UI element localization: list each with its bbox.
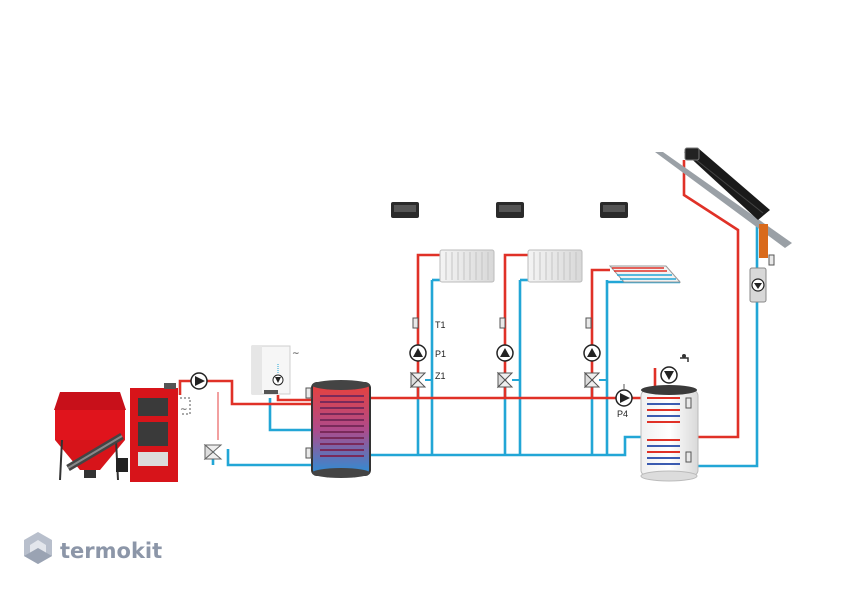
dhw-tank bbox=[640, 385, 699, 482]
room-controller-zone-1 bbox=[391, 202, 419, 218]
dhw-circulation-pump bbox=[660, 366, 678, 384]
buffer-sensor-bottom bbox=[305, 447, 312, 459]
termokit-logo bbox=[24, 532, 52, 564]
logo-text: termokit bbox=[60, 539, 162, 563]
room-controller-zone-2 bbox=[496, 202, 524, 218]
zone-1-sensor bbox=[412, 317, 419, 329]
buffer-sensor-top bbox=[305, 387, 312, 399]
zone-3-pump bbox=[583, 344, 601, 362]
pellet-auger bbox=[66, 432, 128, 472]
pellet-boiler-power-symbol: ~ bbox=[180, 405, 188, 415]
pellet-boiler bbox=[130, 383, 178, 482]
zone-1-pump bbox=[409, 344, 427, 362]
zone-1-mixing-valve bbox=[409, 371, 432, 389]
zone-2-mixing-valve bbox=[496, 371, 520, 389]
radiator-zone-1 bbox=[439, 249, 495, 283]
pellet-mixing-valve bbox=[203, 443, 223, 461]
solar-collector bbox=[655, 147, 792, 248]
gas-boiler bbox=[251, 345, 291, 395]
sensor-wire bbox=[180, 397, 191, 415]
dhw-sensor-top bbox=[685, 397, 692, 409]
solar-pump-group bbox=[749, 267, 767, 303]
gas-boiler-power-symbol: ~ bbox=[292, 349, 300, 359]
label-p1: P1 bbox=[435, 349, 446, 359]
boiler-circulation-pump bbox=[190, 372, 208, 390]
hot-water-tap-icon bbox=[680, 354, 689, 362]
label-p4: P4 bbox=[617, 409, 628, 419]
dhw-sensor-bottom bbox=[685, 451, 692, 463]
label-z1: Z1 bbox=[435, 371, 446, 381]
solar-pipe-insulation bbox=[759, 224, 768, 258]
zone-3-sensor bbox=[585, 317, 592, 329]
zone-2-pump bbox=[496, 344, 514, 362]
zone-3-mixing-valve bbox=[583, 371, 607, 389]
room-controller-zone-3 bbox=[600, 202, 628, 218]
solar-sensor bbox=[768, 254, 775, 266]
dhw-loading-pump bbox=[615, 384, 633, 407]
underfloor-heating bbox=[608, 265, 682, 283]
zone-2-sensor bbox=[499, 317, 506, 329]
buffer-tank bbox=[311, 380, 371, 478]
label-t1: T1 bbox=[435, 320, 446, 330]
radiator-zone-2 bbox=[527, 249, 583, 283]
